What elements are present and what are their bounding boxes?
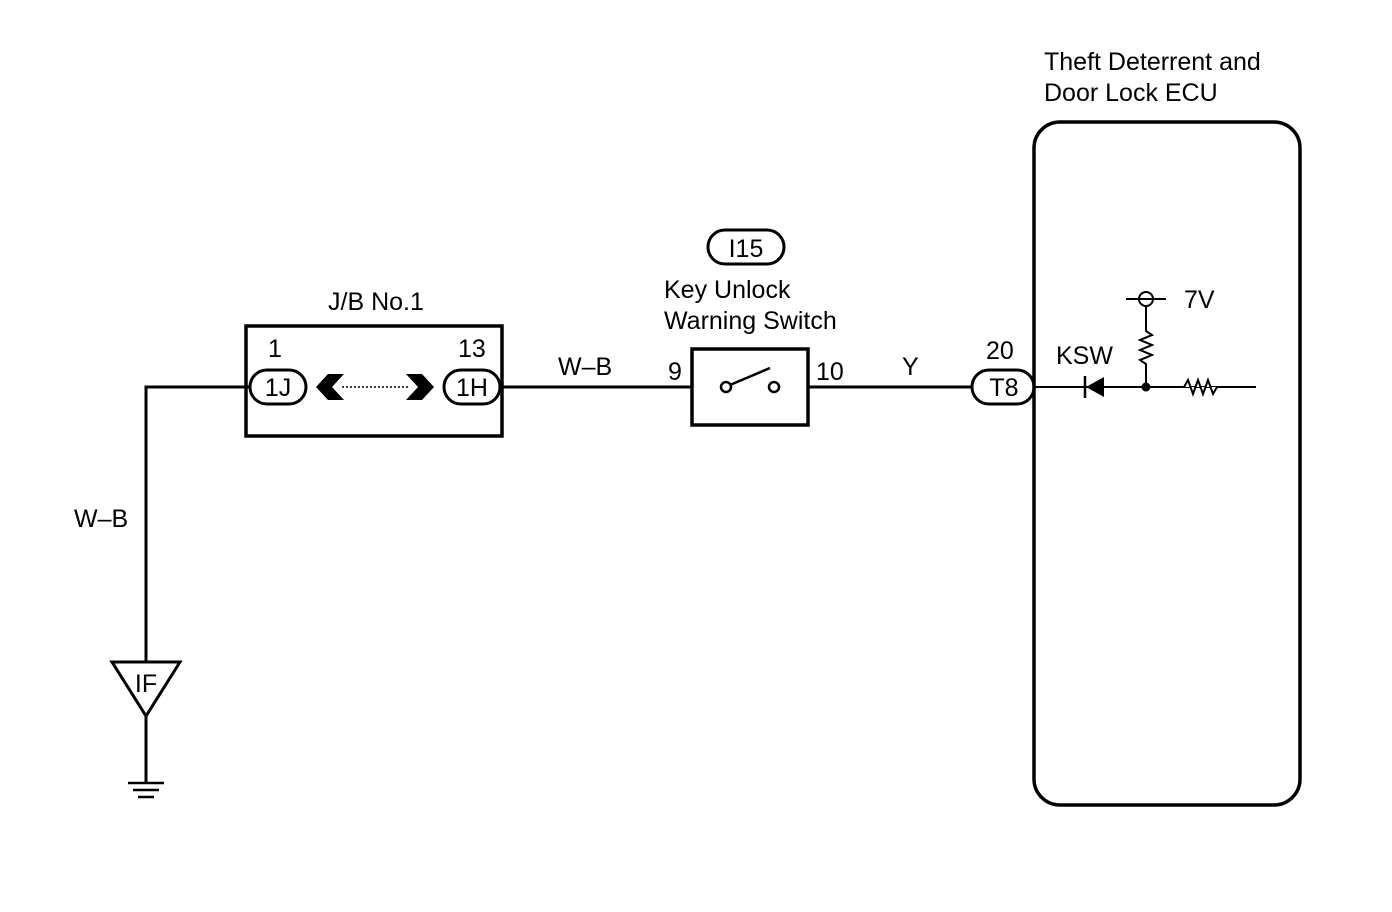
ground-wire — [144, 385, 250, 662]
switch-connector-id-badge — [706, 228, 786, 266]
junction-block: J/B No.1 1 13 1J 1H — [244, 288, 504, 438]
ground-point: IF — [109, 660, 183, 799]
jb-right-chevron-icon — [406, 374, 434, 400]
ground-icon — [128, 781, 164, 799]
junction-block-outline — [244, 324, 504, 438]
junction-block-name: J/B No.1 — [328, 288, 424, 316]
switch-name-line2: Warning Switch — [664, 307, 837, 335]
switch-pin-out: 10 — [816, 358, 844, 386]
series-resistor-icon — [1176, 377, 1218, 397]
ecu-title-line2: Door Lock ECU — [1044, 79, 1218, 107]
supply-voltage-label: 7V — [1184, 286, 1215, 314]
ecu-terminal: T8 20 — [970, 337, 1036, 406]
wire-label-ground: W–B — [74, 505, 128, 533]
switch-body — [690, 347, 810, 427]
signal-label-ksw: KSW — [1056, 342, 1113, 370]
jb-left-chevron-icon — [316, 374, 344, 400]
jb-right-pin-number: 13 — [458, 335, 486, 363]
ecu-outline — [1032, 120, 1302, 807]
switch-blade — [729, 366, 771, 387]
diode-icon — [1086, 377, 1104, 397]
connector-1h-label: 1H — [456, 374, 488, 402]
switch-name-line1: Key Unlock — [664, 276, 791, 304]
ecu-internal-circuit: KSW 7V — [1034, 286, 1256, 398]
connector-1j-label: 1J — [265, 374, 291, 402]
switch-pin-in: 9 — [668, 358, 682, 386]
wire-label-jb-switch: W–B — [558, 353, 612, 381]
pullup-resistor-icon — [1137, 306, 1155, 387]
ecu-block: Theft Deterrent and Door Lock ECU — [1032, 48, 1302, 807]
switch-contact-right — [767, 380, 781, 394]
switch-connector-id: I15 — [729, 235, 764, 263]
ecu-title-line1: Theft Deterrent and — [1044, 48, 1261, 76]
wires: W–B W–B Y — [74, 353, 972, 662]
ecu-terminal-pin: 20 — [986, 337, 1014, 365]
wire-label-switch-ecu: Y — [902, 353, 919, 381]
ground-point-id: IF — [135, 670, 157, 698]
key-unlock-warning-switch: I15 Key Unlock Warning Switch 9 10 — [664, 228, 844, 427]
ground-point-triangle — [109, 660, 183, 719]
jb-left-pin-number: 1 — [268, 335, 282, 363]
connector-t8-label: T8 — [989, 374, 1018, 402]
switch-contact-left — [719, 380, 733, 394]
